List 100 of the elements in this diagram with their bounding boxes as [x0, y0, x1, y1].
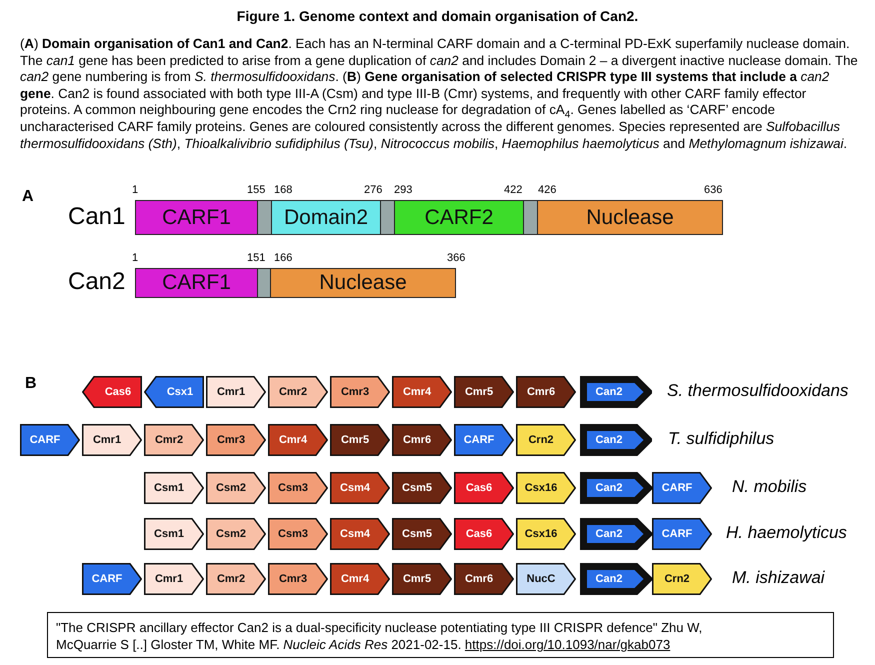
panel-letter: B	[25, 375, 37, 393]
gene-symbol	[330, 376, 390, 408]
gene-name: Csm3	[277, 481, 309, 496]
gene-symbol	[82, 376, 142, 408]
gene-symbol	[580, 424, 652, 456]
gene-name: Cmr2	[154, 433, 184, 448]
gene-name: Csm5	[401, 527, 433, 542]
gene-name: CARF	[462, 433, 496, 448]
gene-name: Csx16	[524, 527, 558, 542]
gene-symbol	[516, 376, 576, 408]
gene-name: Csm1	[153, 527, 185, 542]
gene-symbol	[206, 518, 266, 550]
domain-box: CARF1	[135, 200, 258, 235]
residue-number: 276	[364, 184, 382, 196]
gene-symbol	[330, 424, 390, 456]
gene-symbol	[454, 424, 514, 456]
gene-symbol	[268, 472, 328, 504]
gene-symbol	[580, 472, 652, 504]
gene-name: Cas6	[464, 527, 494, 542]
gene-symbol	[454, 376, 514, 408]
residue-number: 155	[247, 184, 266, 196]
gene-symbol	[652, 518, 712, 550]
gene-name: Csm4	[339, 527, 371, 542]
gene-symbol	[144, 518, 204, 550]
gene-name: CARF	[90, 572, 124, 587]
gene-name: Can2	[594, 481, 624, 496]
gene-symbol	[392, 472, 452, 504]
gene-symbol	[580, 376, 652, 408]
panel-letter: A	[22, 188, 34, 206]
gene-name: Cmr5	[464, 385, 494, 400]
residue-number: 426	[538, 184, 556, 196]
gene-symbol	[454, 563, 514, 595]
gene-name: Cmr4	[402, 385, 432, 400]
domain-box: CARF1	[135, 268, 258, 298]
gene-name: Cas6	[104, 385, 132, 400]
gene-name: Cmr5	[340, 433, 370, 448]
residue-number: 166	[274, 252, 292, 264]
gene-name: Csm2	[215, 527, 247, 542]
gene-symbol	[454, 472, 514, 504]
gene-name: Crn2	[527, 433, 555, 448]
gene-symbol	[144, 563, 204, 595]
species-name: N. mobilis	[732, 477, 807, 497]
gene-name: Can2	[594, 572, 624, 587]
gene-name: Csm3	[277, 527, 309, 542]
residue-number: 151	[247, 252, 266, 264]
gene-name: Cmr1	[92, 433, 122, 448]
gene-name: CARF	[28, 433, 62, 448]
gene-symbol	[392, 518, 452, 550]
gene-symbol	[392, 424, 452, 456]
gene-name: Cmr1	[216, 385, 246, 400]
gene-name: NucC	[526, 572, 556, 587]
gene-symbol	[516, 518, 576, 550]
gene-symbol	[268, 424, 328, 456]
gene-symbol	[330, 518, 390, 550]
domain-box: Nuclease	[270, 268, 456, 298]
gene-name: Can2	[594, 433, 624, 448]
residue-number: 293	[394, 184, 412, 196]
gene-name: Csx16	[524, 481, 558, 496]
protein-name: Can1	[68, 203, 126, 231]
gene-name: Cmr6	[402, 433, 432, 448]
figure-title: Figure 1. Genome context and domain organisation of Can2.	[236, 8, 640, 24]
gene-symbol	[144, 472, 204, 504]
gene-symbol	[330, 563, 390, 595]
gene-symbol	[392, 563, 452, 595]
gene-name: Csm4	[339, 481, 371, 496]
gene-symbol	[144, 376, 204, 408]
gene-name: Cmr2	[216, 572, 246, 587]
gene-symbol	[330, 472, 390, 504]
residue-number: 1	[132, 252, 138, 264]
domain-box: Domain2	[271, 200, 381, 235]
gene-symbol	[268, 376, 328, 408]
species-name: M. ishizawai	[732, 568, 825, 588]
residue-number: 422	[504, 184, 522, 196]
gene-name: Can2	[594, 527, 624, 542]
gene-name: Cmr4	[340, 572, 370, 587]
gene-symbol	[206, 472, 266, 504]
gene-name: Cas6	[464, 481, 494, 496]
residue-number: 1	[132, 184, 138, 196]
domain-box: CARF2	[394, 200, 524, 235]
gene-name: Cmr6	[464, 572, 494, 587]
gene-symbol	[268, 563, 328, 595]
citation-text: "The CRISPR ancillary effector Can2 is a dual-specificity nuclease potentiating type III CRISPR defence" Zhu W, McQuarrie S [..] Gloster TM, White MF. Nucleic Acids Res 2021-02-15. https://doi.org/10.1093/nar/gkab073	[56, 619, 704, 653]
gene-symbol	[580, 518, 652, 550]
gene-symbol	[392, 376, 452, 408]
gene-symbol	[20, 424, 80, 456]
gene-name: CARF	[660, 481, 694, 496]
gene-name: Cmr3	[216, 433, 246, 448]
gene-name: Crn2	[663, 572, 691, 587]
gene-name: Csm1	[153, 481, 185, 496]
gene-symbol	[652, 563, 712, 595]
species-name: T. sulfidiphilus	[668, 429, 774, 449]
residue-number: 168	[274, 184, 292, 196]
gene-name: Csx1	[166, 385, 194, 400]
gene-symbol	[516, 424, 576, 456]
linker-box	[257, 268, 271, 298]
species-name: S. thermosulfidooxidans	[667, 381, 848, 401]
gene-symbol	[206, 376, 266, 408]
linker-box	[257, 200, 272, 235]
gene-name: Cmr5	[402, 572, 432, 587]
gene-name: Cmr4	[278, 433, 308, 448]
